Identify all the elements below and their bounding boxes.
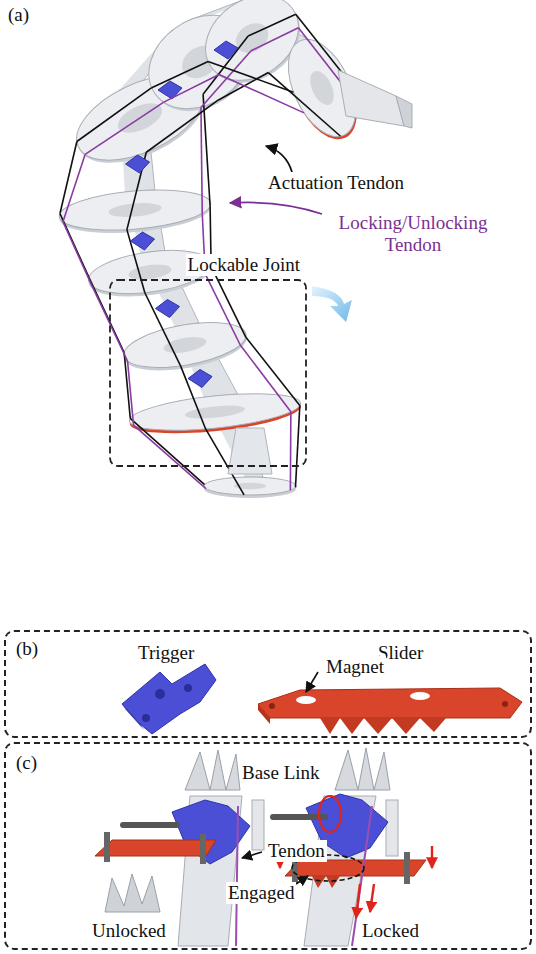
arm-part <box>295 405 299 487</box>
arm-part <box>164 74 219 102</box>
dashed-outline <box>108 254 308 468</box>
arm-part <box>77 88 152 142</box>
arm-part <box>63 154 85 221</box>
arm-part <box>134 425 206 488</box>
arm-part <box>290 412 292 491</box>
arm-part <box>128 262 173 282</box>
arm-part <box>338 70 404 126</box>
arm-part <box>58 184 213 238</box>
part-label: Base Link <box>240 762 322 784</box>
arm-part <box>156 300 180 318</box>
arm-part <box>204 477 296 498</box>
part-label: Magnet <box>324 656 386 678</box>
arm-part <box>251 28 298 51</box>
arm-part <box>228 428 272 474</box>
tendon-label: Actuation Tendon <box>266 172 406 194</box>
arm-part <box>205 274 240 345</box>
leader-line <box>306 672 318 692</box>
tendon-label: Locking/Unlocking Tendon <box>325 212 501 256</box>
part-label: (c) <box>14 752 39 774</box>
arm-part <box>240 345 291 412</box>
arm-part <box>188 370 212 388</box>
joint-unlocked <box>95 750 264 946</box>
slider-part <box>258 688 522 734</box>
part-label: Lockable Joint <box>186 254 302 276</box>
part-label: (b) <box>14 638 40 660</box>
panel-c: (c) Base LinkTendonUnlocked EngagedLocked <box>4 742 532 950</box>
arm-part <box>162 334 207 355</box>
arm-part <box>268 73 340 137</box>
leader-line <box>296 876 308 884</box>
arm-part <box>208 61 293 92</box>
panel-b: (b)TriggerSliderMagnet <box>4 630 532 738</box>
leader-line <box>266 146 292 172</box>
arm-part <box>184 403 245 420</box>
arm-part <box>85 102 164 154</box>
joint-region: Lockable Joint <box>108 254 308 468</box>
arm-part <box>58 184 213 235</box>
arm-part <box>131 232 155 250</box>
part-label: Unlocked <box>90 920 168 942</box>
part-label: Locked <box>360 920 421 942</box>
arm-part <box>211 266 246 337</box>
arm-part <box>204 477 296 495</box>
arm-part <box>126 155 150 173</box>
arm-part <box>219 74 304 112</box>
part-label: Engaged <box>226 882 296 904</box>
arm-part <box>246 337 300 405</box>
arm-part <box>203 36 248 94</box>
arm-part <box>128 361 134 425</box>
part-label: Tendon <box>266 840 327 862</box>
arm-part <box>128 387 302 437</box>
panel-letter: (a) <box>6 4 31 26</box>
arm-part <box>128 387 303 440</box>
arm-part <box>214 41 238 59</box>
arm-part <box>63 222 92 286</box>
zoom-arrow <box>312 286 352 322</box>
arm-part <box>396 96 412 128</box>
part-label: Trigger <box>136 642 196 664</box>
trigger-part <box>122 664 216 734</box>
leader-line <box>242 852 262 858</box>
arm-part <box>230 17 274 59</box>
arm-part <box>146 100 218 152</box>
arm-part <box>130 418 204 484</box>
arm-part <box>108 201 162 219</box>
leader-line <box>230 202 322 214</box>
arm-part <box>201 108 202 214</box>
arm-part <box>145 293 181 366</box>
